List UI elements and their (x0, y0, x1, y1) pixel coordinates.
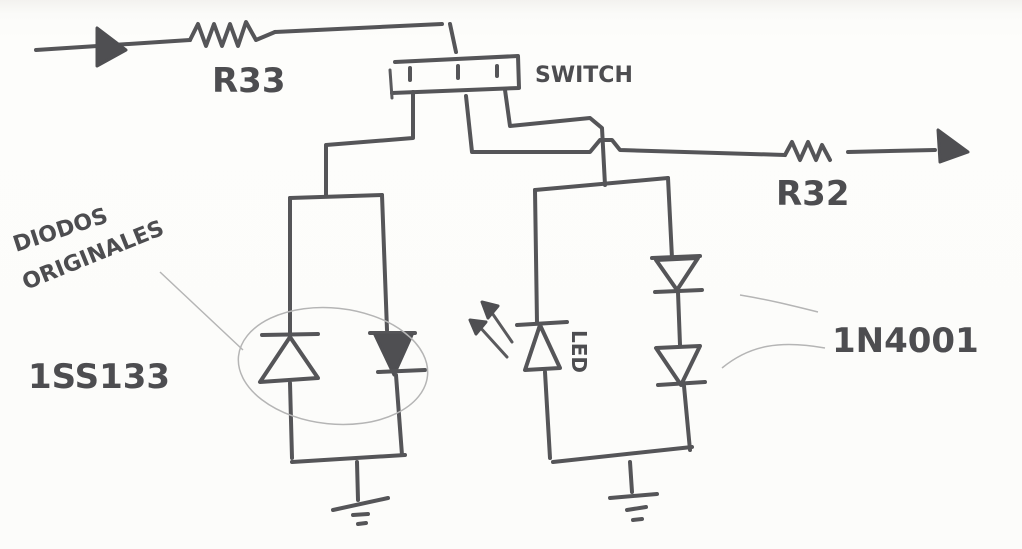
part-label-1ss133: 1SS133 (28, 357, 170, 397)
light-arrow-icon (488, 308, 514, 344)
annotation-diodos-originales: DIODOS ORIGINALES 1SS133 (10, 204, 429, 426)
resistor-r33: R33 (188, 20, 444, 101)
switch-label: SWITCH (535, 63, 633, 88)
switch: SWITCH (324, 22, 787, 197)
annotation-1n4001: 1N4001 (721, 294, 979, 369)
led-label: LED (567, 330, 591, 373)
right-diode-branch: LED (468, 176, 707, 522)
resistor-r32: R32 (776, 128, 970, 214)
r33-label: R33 (212, 61, 286, 101)
left-diode-branch (258, 193, 427, 526)
part-label-1n4001: 1N4001 (832, 321, 979, 361)
light-arrow-icon (476, 323, 509, 359)
output-arrow-icon (936, 128, 970, 164)
input-arrow-icon (34, 26, 192, 68)
r32-label: R32 (776, 174, 850, 214)
